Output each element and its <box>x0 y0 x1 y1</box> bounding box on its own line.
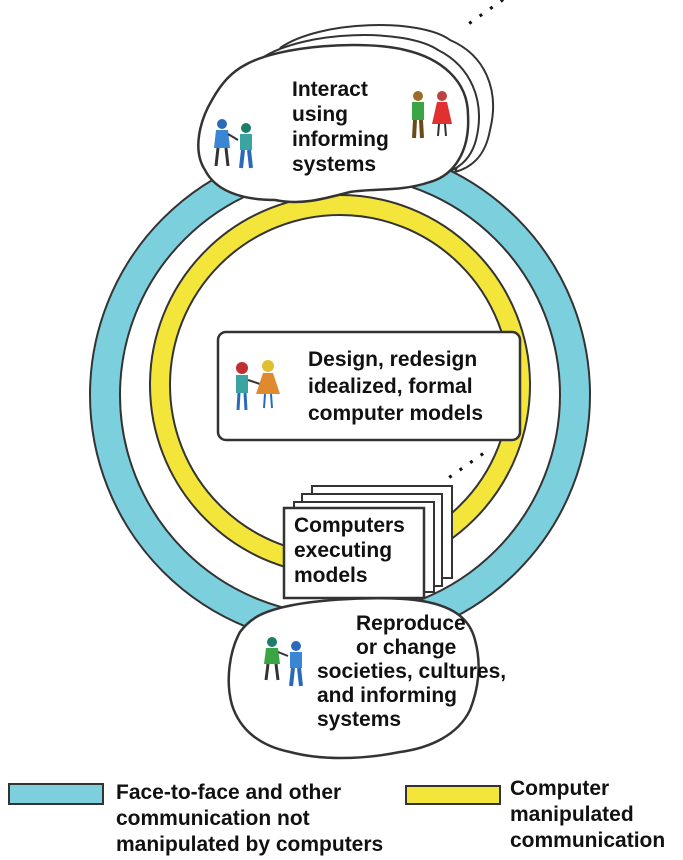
computers-box-line-2: executing <box>294 539 392 562</box>
legend-computer-line-1: Computer <box>510 777 609 800</box>
center-box-line-2: idealized, formal <box>308 375 473 398</box>
computers-box-line-1: Computers <box>294 514 405 537</box>
center-box-line-3: computer models <box>308 402 483 425</box>
bottom-cloud-line-1: Reproduce <box>356 612 466 635</box>
people-talking-icon <box>264 637 303 687</box>
legend-face-to-face: Face-to-face and other communication not… <box>8 781 383 856</box>
computers-box-line-3: models <box>294 564 368 587</box>
legend-face-to-face-line-3: manipulated by computers <box>116 833 383 856</box>
center-box: Design, redesign idealized, formal compu… <box>216 330 522 442</box>
people-talking-icon <box>214 119 253 169</box>
legend-face-to-face-line-1: Face-to-face and other <box>116 781 341 804</box>
center-box-line-1: Design, redesign <box>308 348 477 371</box>
legend-computer-line-3: communication <box>510 829 665 852</box>
computers-box: Computers executing models <box>282 506 426 600</box>
top-cloud <box>197 43 470 204</box>
legend-computer-line-2: manipulated <box>510 803 634 826</box>
top-cloud-line-2: using <box>292 103 348 126</box>
legend: Face-to-face and other communication not… <box>8 777 665 856</box>
bottom-cloud-line-2: or change <box>356 636 456 659</box>
top-cloud-line-1: Interact <box>292 78 368 101</box>
top-cloud-line-4: systems <box>292 153 376 176</box>
bottom-cloud-line-5: systems <box>317 708 401 731</box>
people-designing-icon <box>236 360 280 411</box>
bottom-cloud-line-4: and informing <box>317 684 457 707</box>
bottom-cloud-line-3: societies, cultures, <box>317 660 506 683</box>
bottom-cloud: Reproduce or change societies, cultures,… <box>227 597 506 760</box>
top-cloud-line-3: informing <box>292 128 389 151</box>
couple-icon <box>412 91 452 139</box>
top-ellipsis: · · · · <box>462 0 512 34</box>
legend-computer: Computer manipulated communication <box>405 777 665 852</box>
top-cloud-text: Interact using informing systems <box>292 78 389 176</box>
legend-swatch-face-to-face <box>10 785 102 803</box>
legend-swatch-computer <box>407 787 499 803</box>
legend-face-to-face-line-2: communication not <box>116 807 310 830</box>
